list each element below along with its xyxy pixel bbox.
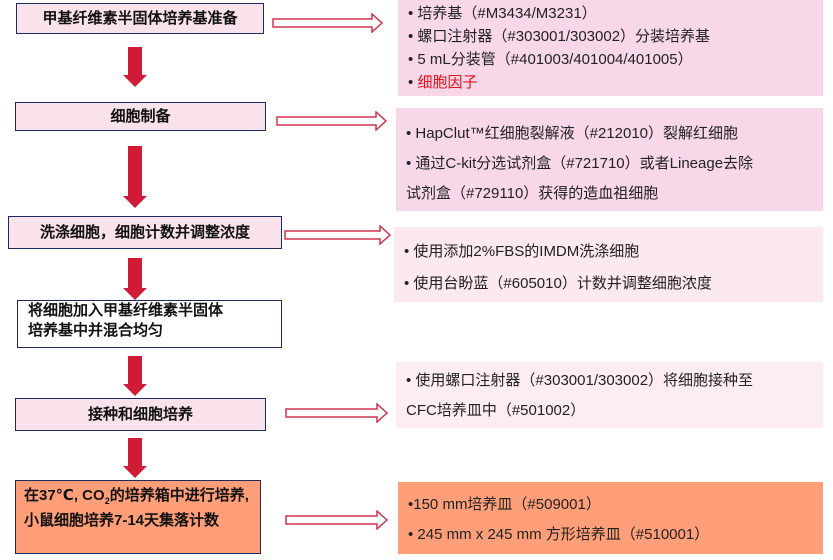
down-arrow-icon [123,356,147,396]
panel-item: • 245 mm x 245 mm 方形培养皿（#510001） [408,526,710,543]
step-incubate: 在37℃, CO2的培养箱中进行培养, 小鼠细胞培养7-14天集落计数 [15,480,261,554]
down-arrow-icon [123,47,147,87]
down-arrow-icon [123,438,147,478]
step-cell-prep: 细胞制备 [15,102,266,131]
panel-item: • 使用螺口注射器（#303001/303002）将细胞接种至 [406,372,754,389]
right-arrow-icon [284,225,392,245]
panel-item: • HapClut™红细胞裂解液（#212010）裂解红细胞 [406,125,739,142]
cytokine-label: 细胞因子 [417,74,478,91]
step-label: 的培养箱中进行培养, 小鼠细胞培养7-14天集落计数 [24,487,249,529]
panel-item: •150 mm培养皿（#509001） [408,496,601,513]
step-label-sub: 2 [104,496,110,506]
panel-item: • 螺口注射器（#303001/303002）分装培养基 [408,28,711,45]
step-seed-culture: 接种和细胞培养 [15,398,266,431]
bullet: • [408,74,414,91]
step-wash-count: 洗涤细胞，细胞计数并调整浓度 [8,216,282,249]
step-label: 在37℃, CO [24,487,105,504]
right-arrow-icon [285,510,389,530]
panel-item: • 使用台盼蓝（#605010）计数并调整细胞浓度 [404,275,712,292]
right-arrow-icon [285,403,389,423]
right-arrow-icon [272,13,384,33]
panel-cell-prep: • HapClut™红细胞裂解液（#212010）裂解红细胞 • 通过C-kit… [396,108,823,211]
step-label: 甲基纤维素半固体培养基准备 [42,9,238,27]
panel-dishes: •150 mm培养皿（#509001） • 245 mm x 245 mm 方形… [398,482,823,554]
panel-item: • 5 mL分装管（#401003/401004/401005） [408,51,693,68]
step-medium-prep: 甲基纤维素半固体培养基准备 [16,3,264,34]
step-label: 接种和细胞培养 [87,405,193,423]
panel-item: 试剂盒（#729110）获得的造血祖细胞 [406,185,659,202]
panel-seed: • 使用螺口注射器（#303001/303002）将细胞接种至 CFC培养皿中（… [396,362,823,428]
panel-item: • 使用添加2%FBS的IMDM洗涤细胞 [404,243,640,260]
panel-wash-count: • 使用添加2%FBS的IMDM洗涤细胞 • 使用台盼蓝（#605010）计数并… [394,227,823,302]
down-arrow-icon [123,146,147,208]
panel-item: • 通过C-kit分选试剂盒（#721710）或者Lineage去除 [406,155,754,172]
step-label: 将细胞加入甲基纤维素半固体 [28,302,224,319]
step-label: 细胞制备 [110,107,171,125]
panel-item: • 培养基（#M3434/M3231） [408,5,597,22]
step-mix: 将细胞加入甲基纤维素半固体 培养基中并混合均匀 [17,300,282,348]
down-arrow-icon [123,258,147,300]
step-label: 培养基中并混合均匀 [28,322,164,339]
panel-item-cytokine: • 细胞因子 [408,71,813,94]
right-arrow-icon [276,111,388,131]
step-label: 洗涤细胞，细胞计数并调整浓度 [39,223,250,241]
panel-medium-materials: • 培养基（#M3434/M3231） • 螺口注射器（#303001/3030… [398,0,823,96]
panel-item: CFC培养皿中（#501002） [406,402,586,419]
